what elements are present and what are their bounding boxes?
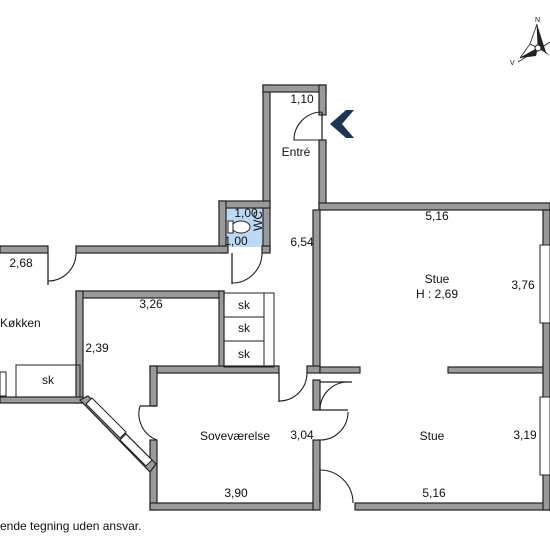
stue-top-name: Stue — [424, 272, 450, 286]
kokken-name: Køkken — [0, 316, 41, 330]
storage-label-1: sk — [238, 298, 250, 312]
compass-west: V — [510, 60, 515, 67]
sovevaerelse-width: 3,90 — [224, 486, 248, 500]
storage-label-2: sk — [238, 321, 250, 335]
wc-name: WC — [251, 211, 265, 231]
sovevaerelse-name: Soveværelse — [199, 429, 271, 443]
entrance-arrow-icon — [330, 110, 354, 138]
entre-length: 6,54 — [290, 235, 314, 249]
windows — [85, 244, 550, 476]
gang-width: 3,26 — [139, 297, 163, 311]
walls — [0, 84, 550, 511]
kokken-length: 2,39 — [85, 341, 109, 355]
stue-bottom-name: Stue — [419, 429, 445, 443]
stue-bottom-width: 5,16 — [422, 486, 446, 500]
wc-length: 1,00 — [224, 234, 248, 248]
entre-width: 1,10 — [290, 92, 314, 106]
sovevaerelse-length: 3,04 — [290, 428, 314, 442]
entre-name: Entré — [281, 145, 311, 159]
wc-width: 1,00 — [234, 206, 258, 220]
compass-icon — [517, 23, 550, 63]
stue-top-height: H : 2,69 — [415, 287, 459, 301]
toilet-icon — [227, 220, 251, 234]
kokken-width: 2,68 — [9, 256, 33, 270]
footer-disclaimer: ende tegning uden ansvar. — [0, 519, 142, 533]
stue-top-length: 3,76 — [511, 278, 535, 292]
compass-north: N — [535, 17, 541, 24]
stue-bottom-length: 3,19 — [513, 428, 537, 442]
storage-label-4: sk — [42, 373, 54, 387]
stue-top-width: 5,16 — [425, 209, 449, 223]
doors — [47, 111, 354, 504]
storage-label-3: sk — [238, 347, 250, 361]
